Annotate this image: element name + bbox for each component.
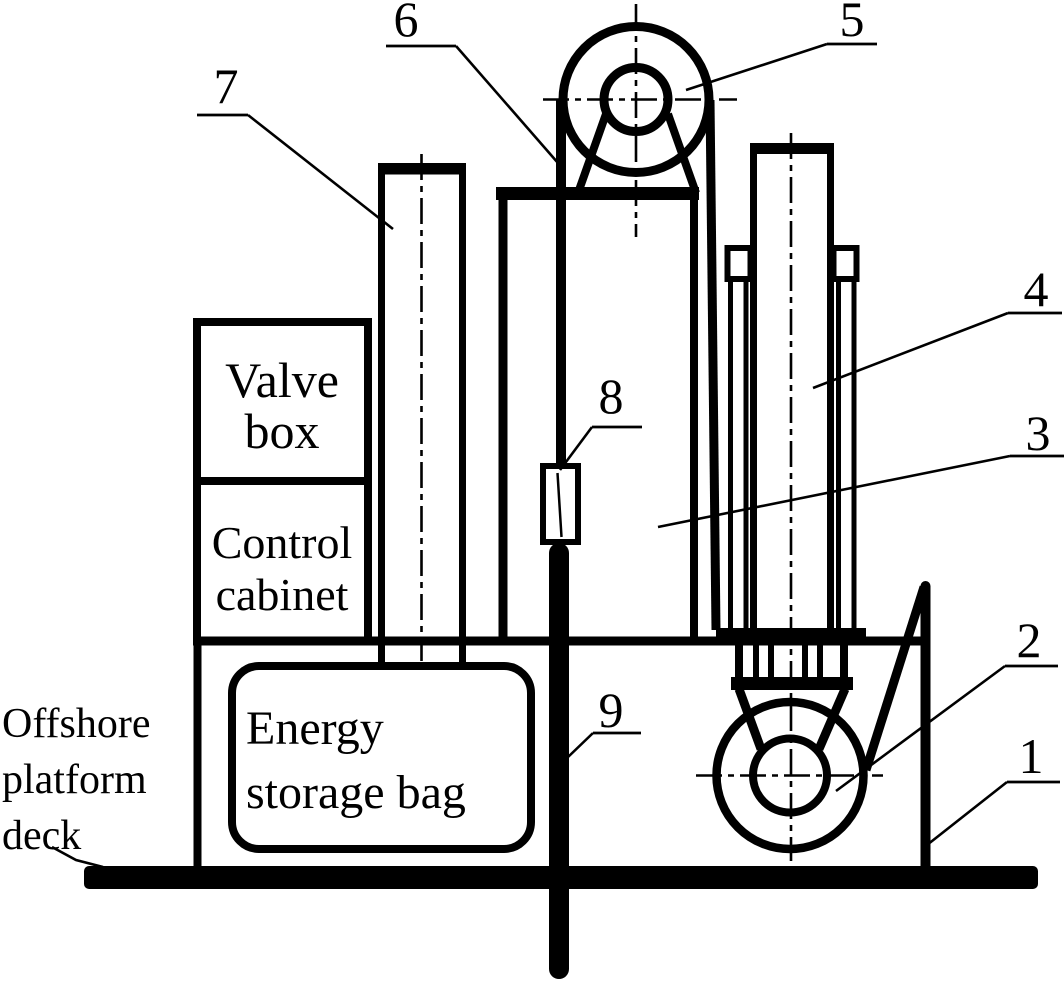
- left-cylinder-body: [378, 163, 466, 669]
- cable-right-run: [705, 99, 721, 631]
- deck-caption: Offshore platform deck: [2, 701, 151, 869]
- callout-5-leader: [685, 42, 828, 92]
- cable-anchor-run: [861, 585, 929, 772]
- outer-tube-lug-right: [830, 245, 860, 282]
- valve-box-label-line2: box: [245, 403, 320, 459]
- callout-9-label: 9: [599, 682, 624, 738]
- callout-1-leader: [926, 780, 1008, 847]
- deck-caption-line3: deck: [2, 813, 81, 859]
- callout-5-label: 5: [840, 0, 865, 47]
- callout-1-label: 1: [1019, 728, 1044, 784]
- upper-pulley-wheel: [558, 22, 714, 177]
- block-top-plate: [716, 628, 866, 644]
- energy-storage-bag-outline: [228, 662, 535, 853]
- callout-7-label: 7: [214, 58, 239, 114]
- lower-pulley-hub: [749, 734, 831, 817]
- callout-4-label: 4: [1024, 261, 1049, 317]
- callout-7-leader: [247, 113, 394, 231]
- upper-pulley-bracket-left: [574, 112, 610, 195]
- callout-4-leader: [812, 311, 1009, 390]
- callout-8: 8: [558, 368, 642, 471]
- upper-pulley: [543, 4, 737, 237]
- valve-box-label-line1: Valve: [225, 352, 339, 408]
- callout-4: 4: [812, 261, 1062, 390]
- callout-3-leader: [657, 454, 1011, 529]
- callout-8-label: 8: [599, 368, 624, 424]
- cabinet-column: [193, 318, 372, 868]
- block-bottom-bar: [731, 677, 853, 690]
- left-vertical-cylinder: [378, 163, 466, 669]
- callout-8-leader: [558, 426, 594, 471]
- upper-pulley-hub: [599, 63, 673, 136]
- upper-pulley-bracket-right: [664, 112, 700, 195]
- callout-5: 5: [685, 0, 877, 92]
- callout-3: 3: [657, 405, 1064, 529]
- deck-caption-line1: Offshore: [2, 701, 151, 747]
- right-telescopic-cylinder: [724, 133, 860, 861]
- energy-bag-label-line2: storage bag: [246, 766, 466, 819]
- callout-3-label: 3: [1026, 405, 1051, 461]
- lower-pulley-wheel: [712, 697, 868, 854]
- control-cabinet-label-line2: cabinet: [216, 569, 349, 620]
- callout-9: 9: [566, 682, 641, 759]
- callout-6: 6: [386, 0, 559, 164]
- tower-frame: [496, 187, 699, 641]
- energy-bag-label-line1: Energy: [246, 702, 384, 755]
- control-cabinet-label-line1: Control: [212, 517, 353, 568]
- pulley-yoke-left: [734, 687, 766, 751]
- callout-2-label: 2: [1017, 612, 1042, 668]
- deck-caption-line2: platform: [2, 757, 147, 803]
- callout-2: 2: [835, 612, 1058, 793]
- lower-pulley-block: [696, 628, 883, 854]
- platform-deck-bar: [84, 866, 1038, 889]
- callout-6-leader: [455, 45, 559, 164]
- deck-caption-leader: [51, 845, 104, 869]
- outer-tube-lug-left: [724, 245, 754, 282]
- callout-9-leader: [566, 732, 594, 759]
- connector-inner-link: [556, 472, 563, 538]
- callout-2-leader: [835, 664, 1006, 793]
- callout-1: 1: [926, 728, 1060, 847]
- callout-6-label: 6: [394, 0, 419, 47]
- callout-7: 7: [197, 58, 394, 231]
